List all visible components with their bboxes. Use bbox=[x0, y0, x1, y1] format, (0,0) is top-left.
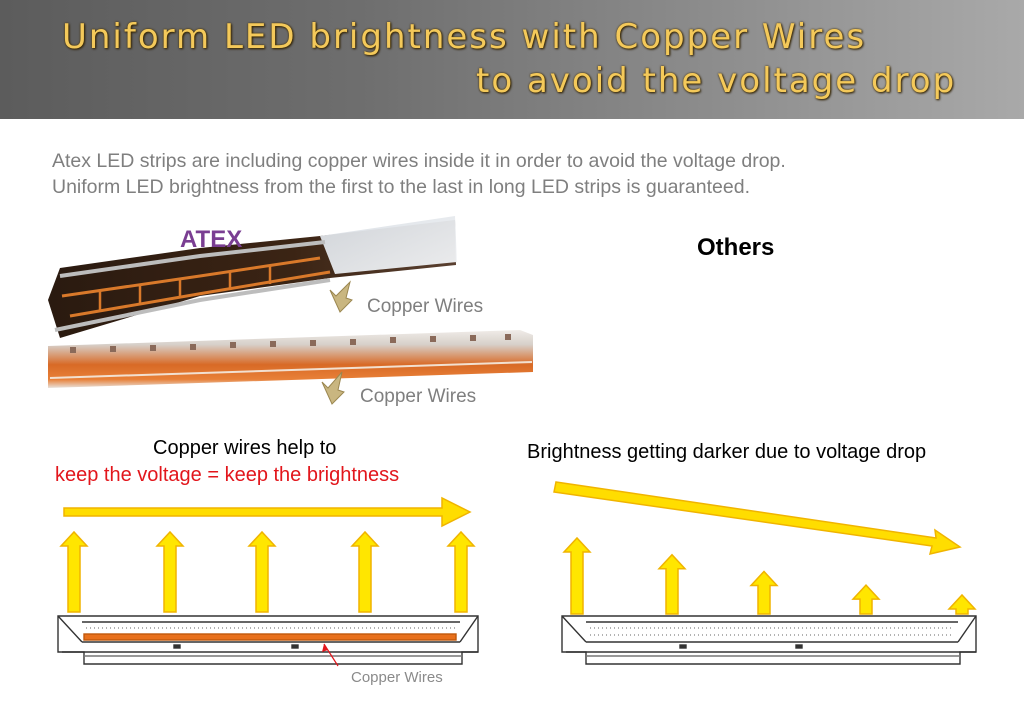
left-caption-line-2: keep the voltage = keep the brightness bbox=[55, 464, 400, 486]
copper-wires-pointer-head bbox=[322, 644, 328, 652]
intro-line-1: Atex LED strips are including copper wir… bbox=[52, 150, 786, 172]
brightness-arrow-icon bbox=[446, 530, 476, 613]
atex-strip-photo-top bbox=[48, 216, 457, 338]
copper-wires-label-middle: Copper Wires bbox=[360, 386, 477, 407]
atex-brightness-arrows bbox=[59, 530, 476, 613]
pointer-arrow-icon bbox=[321, 371, 345, 405]
current-flow-arrow-icon bbox=[63, 496, 472, 528]
atex-strip-photo-bottom bbox=[48, 330, 533, 388]
title-line-1: Uniform LED brightness with Copper Wires bbox=[62, 17, 867, 57]
copper-wires-label-top: Copper Wires bbox=[367, 296, 484, 317]
others-label: Others bbox=[697, 234, 775, 261]
intro-text: Atex LED strips are including copper wir… bbox=[52, 148, 992, 200]
voltage-drop-arrow-icon bbox=[553, 481, 962, 556]
brightness-arrow-icon bbox=[350, 530, 380, 613]
brightness-arrow-icon bbox=[155, 530, 185, 613]
intro-line-2: Uniform LED brightness from the first to… bbox=[52, 176, 750, 198]
title-line-2: to avoid the voltage drop bbox=[476, 61, 957, 101]
copper-wires-label-bottom: Copper Wires bbox=[351, 669, 443, 686]
brightness-arrow-icon bbox=[749, 570, 779, 615]
title-banner: Uniform LED brightness with Copper Wires… bbox=[0, 0, 1024, 119]
others-strip-schematic bbox=[561, 615, 977, 665]
pointer-arrow-icon bbox=[329, 280, 353, 313]
brightness-arrow-icon bbox=[59, 530, 89, 613]
brightness-arrow-icon bbox=[947, 593, 977, 615]
brightness-arrow-icon bbox=[657, 553, 687, 615]
brightness-arrow-icon bbox=[247, 530, 277, 613]
atex-strip-schematic bbox=[57, 615, 479, 665]
left-caption-line-1: Copper wires help to bbox=[153, 437, 337, 459]
others-brightness-arrows bbox=[562, 536, 977, 615]
atex-label: ATEX bbox=[180, 226, 243, 253]
brightness-arrow-icon bbox=[851, 584, 881, 615]
brightness-arrow-icon bbox=[562, 536, 592, 615]
right-caption: Brightness getting darker due to voltage… bbox=[527, 441, 927, 463]
